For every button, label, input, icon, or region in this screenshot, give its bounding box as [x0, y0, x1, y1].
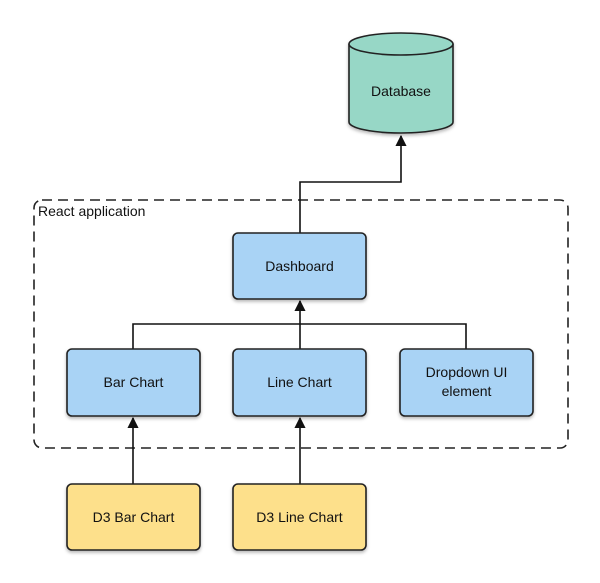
dropdown-ui-element-node[interactable]: Dropdown UI element [399, 348, 534, 417]
database-label: Database [371, 83, 431, 99]
react-application-label: React application [38, 203, 145, 219]
dashboard-box [232, 232, 367, 300]
bar-chart-label: Bar Chart [104, 374, 164, 390]
connectors [127, 134, 467, 484]
dropdown-ui-element-box [399, 348, 534, 417]
d3-line-chart-label: D3 Line Chart [256, 509, 342, 525]
line-chart-box [232, 348, 367, 417]
database-node[interactable] [348, 32, 454, 134]
database-cylinder-top [348, 32, 454, 56]
bar-chart-node[interactable]: Bar Chart [66, 348, 201, 417]
dashboard-label: Dashboard [265, 258, 334, 274]
line-chart-label: Line Chart [267, 374, 332, 390]
dashboard-node[interactable]: Dashboard [232, 232, 367, 300]
d3-bar-chart-label: D3 Bar Chart [93, 509, 175, 525]
line-chart-node[interactable]: Line Chart [232, 348, 367, 417]
database-cylinder-body [348, 44, 454, 134]
d3-line-chart-box [232, 483, 367, 551]
d3-line-chart-node[interactable]: D3 Line Chart [232, 483, 367, 551]
dropdown-ui-element-label-line1: Dropdown UI [426, 364, 508, 380]
react-application-group: React application [33, 199, 569, 449]
connector-dashboard-to-database [299, 134, 407, 233]
d3-bar-chart-box [66, 483, 201, 551]
d3-bar-chart-node[interactable]: D3 Bar Chart [66, 483, 201, 551]
react-application-boundary [33, 199, 569, 449]
bar-chart-box [66, 348, 201, 417]
dropdown-ui-element-label-line2: element [442, 383, 492, 399]
